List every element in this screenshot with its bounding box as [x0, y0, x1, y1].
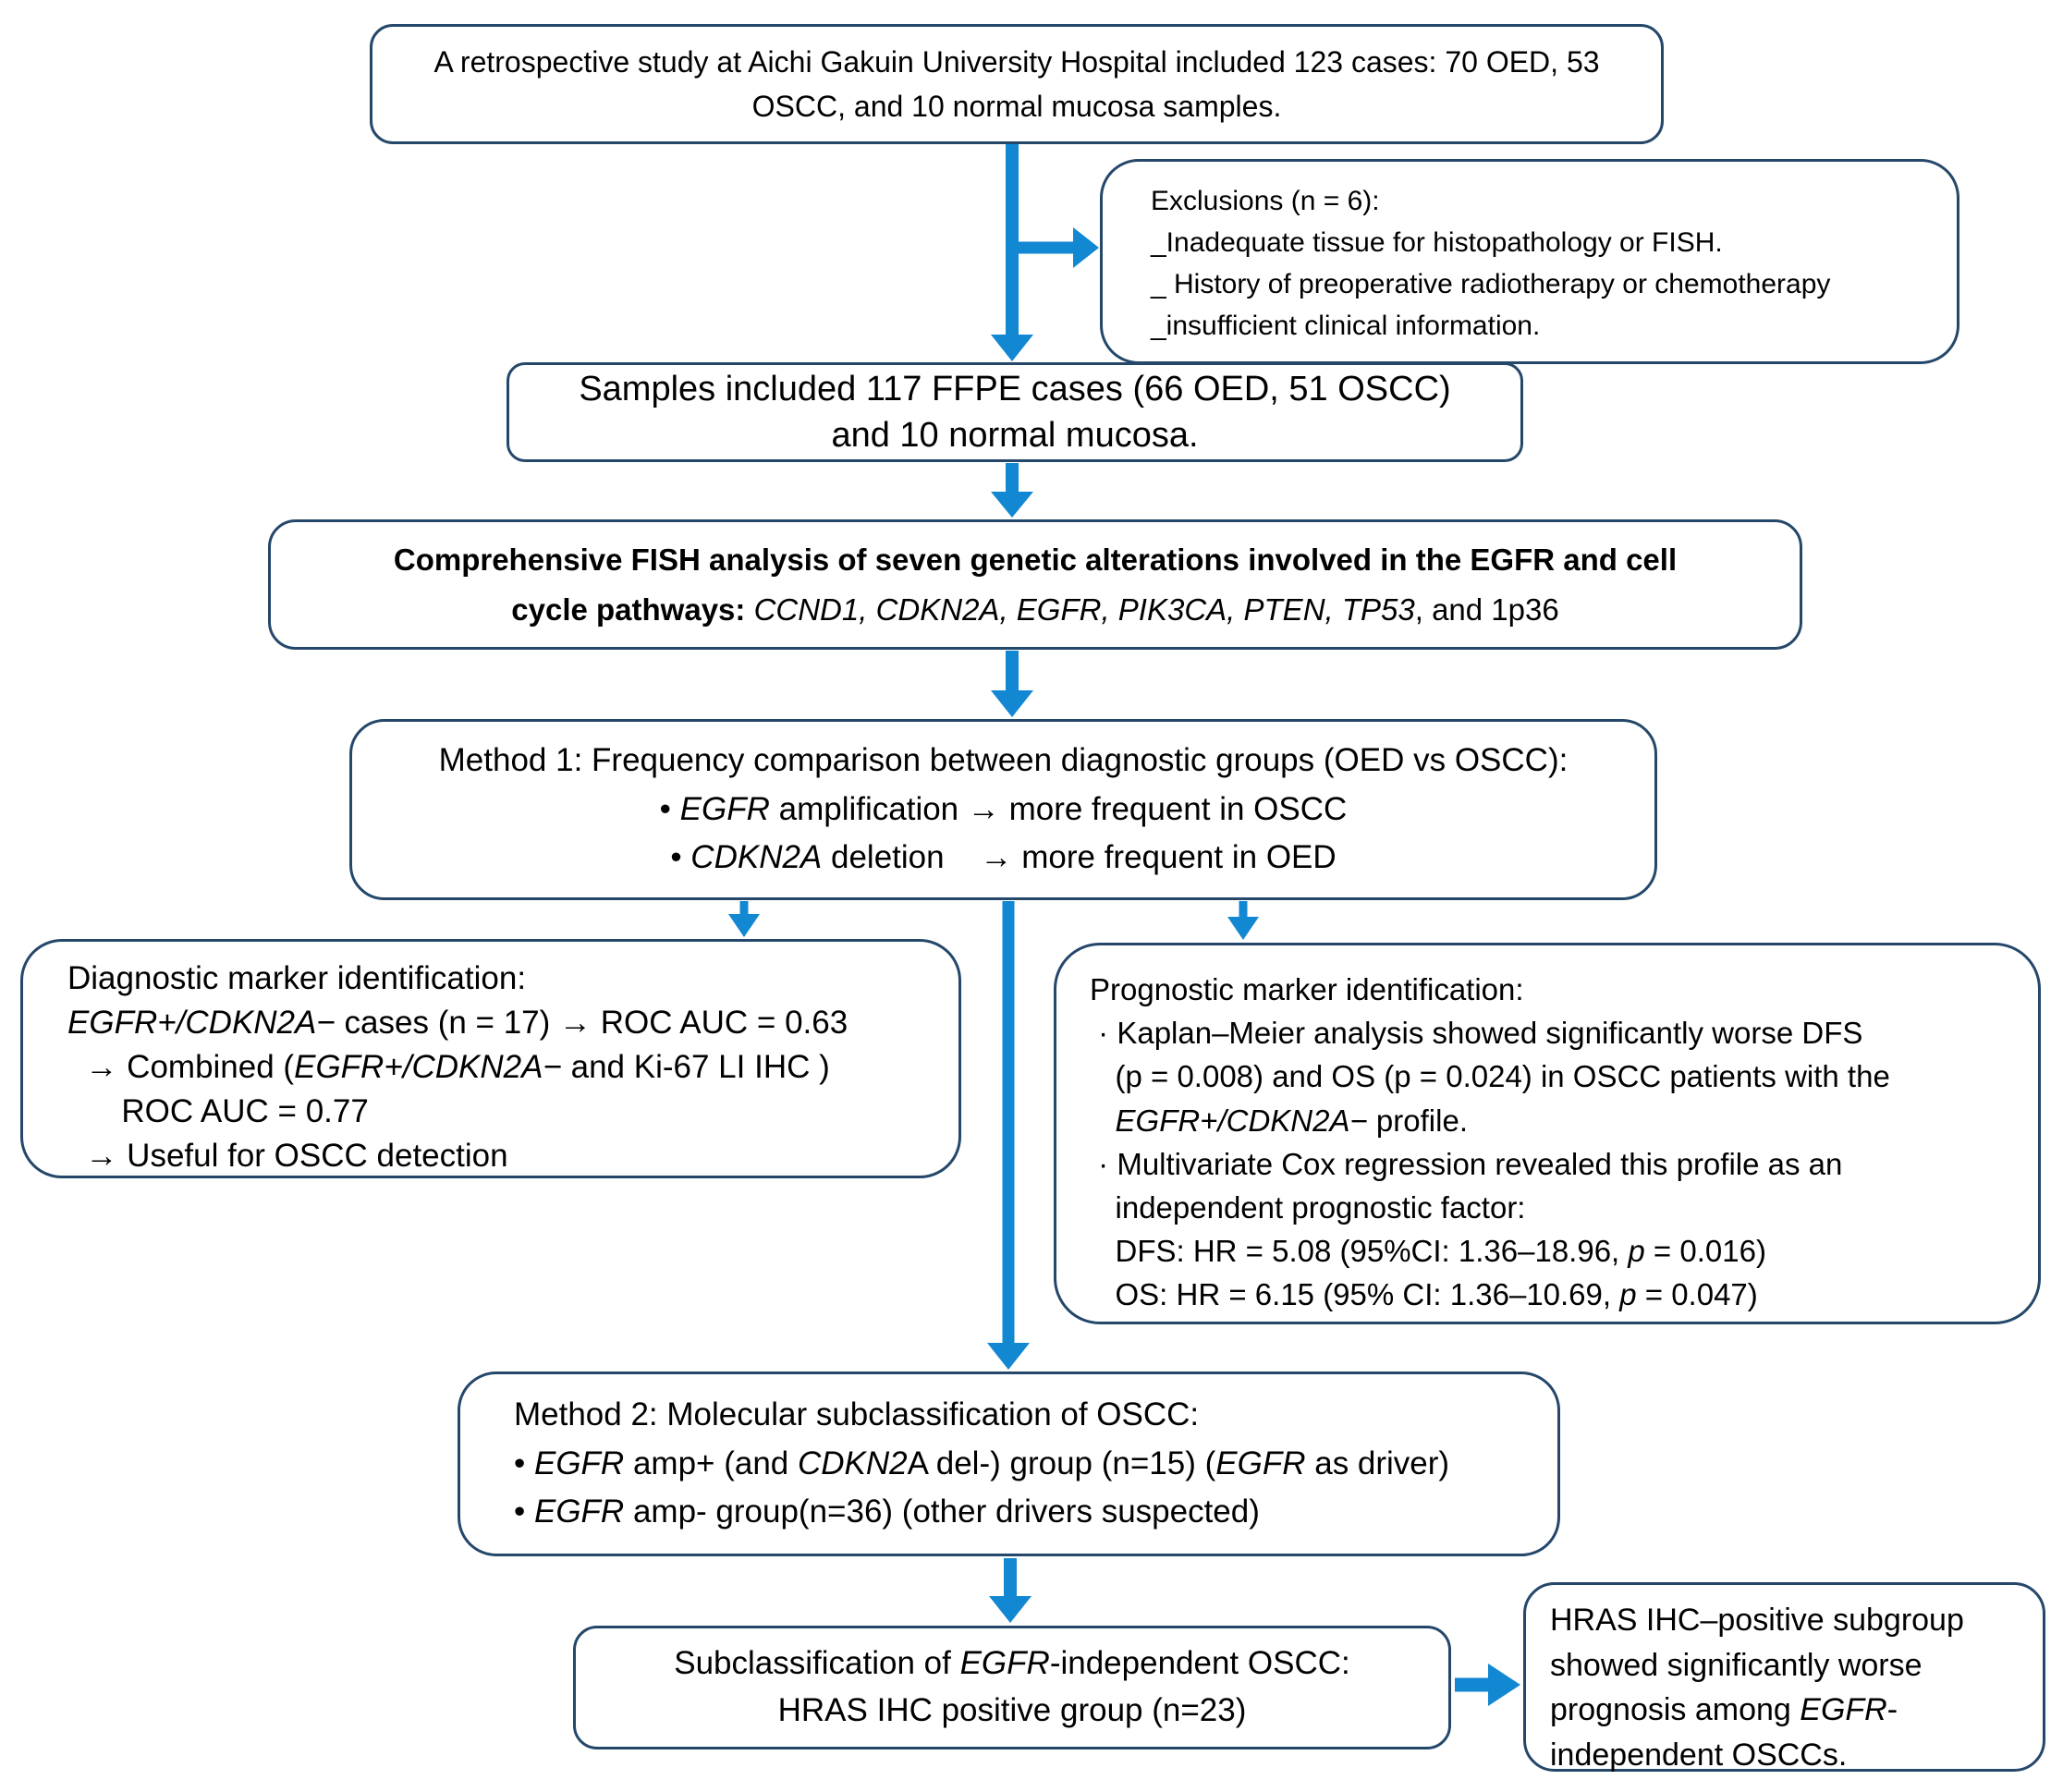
- text-line: Method 1: Frequency comparison between d…: [438, 742, 1569, 779]
- text-line: • EGFR amp+ (and CDKN2A del-) group (n=1…: [514, 1445, 1450, 1481]
- arrow-method1-to-prognostic-head: [1227, 917, 1259, 940]
- text-line: Samples included 117 FFPE cases (66 OED,…: [579, 369, 1451, 408]
- text-line: · Kaplan–Meier analysis showed significa…: [1090, 1016, 1863, 1051]
- text-line: independent prognostic factor:: [1090, 1189, 1526, 1225]
- text-line: independent OSCCs.: [1550, 1737, 1848, 1773]
- arrow-method2-to-subclass-head: [989, 1596, 1032, 1623]
- arrow-fish-to-method1-head: [991, 690, 1033, 717]
- text-line: • EGFR amp- group(n=36) (other drivers s…: [514, 1493, 1260, 1530]
- text-line: cycle pathways: CCND1, CDKN2A, EGFR, PIK…: [511, 591, 1559, 627]
- text-line: HRAS IHC positive group (n=23): [777, 1692, 1247, 1728]
- text-line: and 10 normal mucosa.: [831, 416, 1199, 455]
- text-line: A retrospective study at Aichi Gakuin Un…: [433, 45, 1600, 79]
- text-line: showed significantly worse: [1550, 1647, 1923, 1683]
- text-line: Method 2: Molecular subclassification of…: [514, 1396, 1200, 1433]
- box-fish-analysis: Comprehensive FISH analysis of seven gen…: [268, 519, 1802, 650]
- text-line: Comprehensive FISH analysis of seven gen…: [393, 542, 1678, 578]
- arrow-method1-to-diagnostic-head: [728, 914, 760, 937]
- text-line: Diagnostic marker identification:: [67, 960, 527, 996]
- text-line: DFS: HR = 5.08 (95%CI: 1.36–18.96, p = 0…: [1090, 1234, 1766, 1269]
- box-diagnostic-marker: Diagnostic marker identification: EGFR+/C…: [20, 939, 961, 1178]
- box-exclusions: Exclusions (n = 6): _Inadequate tissue fo…: [1100, 159, 1959, 364]
- box-study-overview: A retrospective study at Aichi Gakuin Un…: [370, 24, 1664, 144]
- text-line: EGFR+/CDKN2A− profile.: [1115, 1103, 1468, 1138]
- text-line: EGFR+/CDKN2A− cases (n = 17) → ROC AUC =…: [67, 1004, 848, 1041]
- text-line: • CDKN2A deletion → more frequent in OED: [670, 839, 1337, 876]
- text-line: _insufficient clinical information.: [1151, 311, 1541, 341]
- box-prognostic-marker: Prognostic marker identification: · Kapl…: [1054, 943, 2041, 1324]
- text-line: · Multivariate Cox regression revealed t…: [1090, 1146, 1843, 1181]
- text-line: HRAS IHC–positive subgroup: [1550, 1603, 1964, 1638]
- box-hras-outcome: HRAS IHC–positive subgroup showed signifi…: [1523, 1582, 2045, 1773]
- arrow-samples-to-fish-head: [991, 492, 1033, 518]
- arrow-branch-to-exclusions-head: [1073, 227, 1099, 268]
- text-line: OS: HR = 6.15 (95% CI: 1.36–10.69, p = 0…: [1090, 1277, 1758, 1312]
- text-line: Exclusions (n = 6):: [1151, 186, 1380, 216]
- box-method1-frequency: Method 1: Frequency comparison between d…: [349, 719, 1657, 900]
- text-line: → Useful for OSCC detection: [67, 1137, 508, 1174]
- text-line: OSCC, and 10 normal mucosa samples.: [751, 90, 1282, 123]
- text-line: Prognostic marker identification:: [1090, 972, 1524, 1006]
- text-line: Subclassification of EGFR-independent OS…: [674, 1645, 1350, 1682]
- arrow-subclass-to-hras-head: [1488, 1664, 1520, 1706]
- arrow-method1-to-method2-head: [987, 1343, 1030, 1370]
- box-subclassification-egfr-independent: Subclassification of EGFR-independent OS…: [573, 1626, 1451, 1749]
- text-line: → Combined (EGFR+/CDKN2A− and Ki-67 LI I…: [67, 1048, 830, 1085]
- text-line: _Inadequate tissue for histopathology or…: [1151, 227, 1723, 258]
- box-method2-subclassification: Method 2: Molecular subclassification of…: [458, 1371, 1560, 1556]
- text-line: (p = 0.008) and OS (p = 0.024) in OSCC p…: [1090, 1059, 1890, 1094]
- box-samples-included: Samples included 117 FFPE cases (66 OED,…: [507, 362, 1523, 462]
- text-line: prognosis among EGFR-: [1550, 1692, 1898, 1728]
- text-line: _ History of preoperative radiotherapy o…: [1151, 269, 1831, 299]
- text-line: ROC AUC = 0.77: [67, 1092, 369, 1129]
- arrow-study-to-samples-head: [991, 335, 1033, 361]
- text-line: • EGFR amplification → more frequent in …: [659, 790, 1348, 827]
